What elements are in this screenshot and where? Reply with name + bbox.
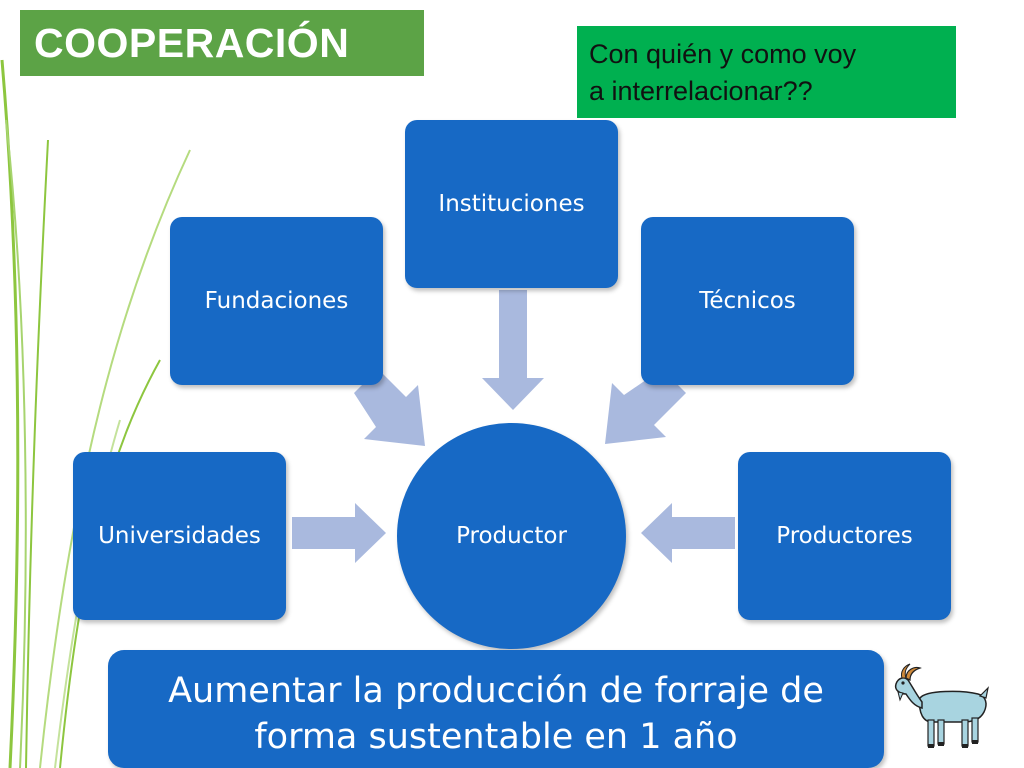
goal-line-1: Aumentar la producción de forraje de [168, 671, 824, 711]
node-instituciones-label: Instituciones [438, 191, 585, 217]
goat-icon [894, 663, 989, 748]
node-productores: Productores [738, 452, 951, 620]
slide-title-text: COOPERACIÓN [34, 20, 350, 66]
node-fundaciones-label: Fundaciones [204, 288, 349, 314]
node-tecnicos-label: Técnicos [699, 288, 796, 314]
node-productores-label: Productores [776, 523, 913, 549]
node-instituciones: Instituciones [405, 120, 618, 288]
arrow-productores [641, 503, 735, 563]
node-universidades: Universidades [73, 452, 286, 620]
question-box: Con quién y como voy a interrelacionar?? [577, 26, 956, 118]
question-line-2: a interrelacionar?? [589, 76, 813, 106]
question-line-1: Con quién y como voy [589, 39, 857, 69]
slide-title: COOPERACIÓN [20, 10, 424, 76]
arrow-universidades [292, 503, 386, 563]
center-node-productor: Productor [397, 423, 626, 649]
arrow-instituciones [482, 290, 544, 410]
node-tecnicos: Técnicos [641, 217, 854, 385]
center-node-label: Productor [456, 523, 567, 549]
goal-box: Aumentar la producción de forraje de for… [108, 650, 884, 768]
node-fundaciones: Fundaciones [170, 217, 383, 385]
goal-line-2: forma sustentable en 1 año [254, 717, 738, 757]
node-universidades-label: Universidades [98, 523, 261, 549]
